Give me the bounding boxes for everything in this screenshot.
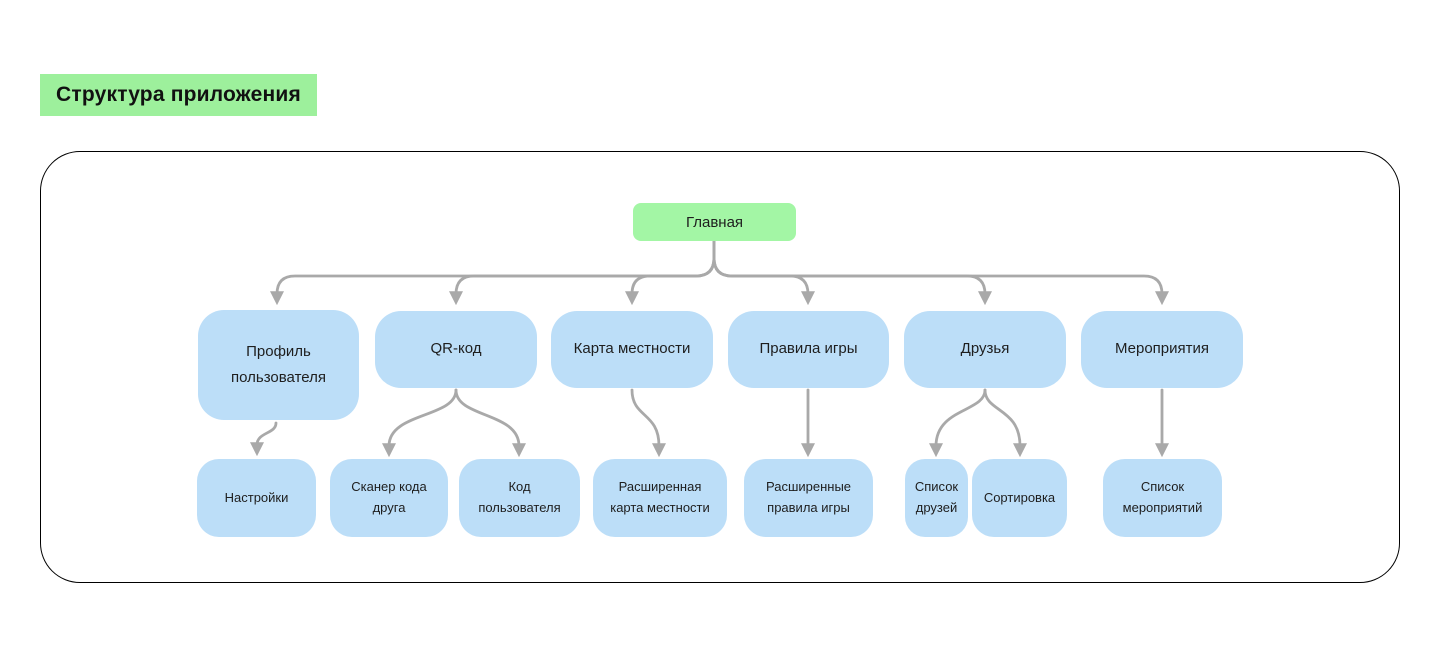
node-label: Мероприятия [1114,340,1210,358]
node-area-map[interactable]: Карта местности [551,311,713,388]
node-label: Сканер кода друга [351,479,427,515]
node-label: Список друзей [914,479,959,515]
node-label: Друзья [960,340,1010,358]
node-settings[interactable]: Настройки [197,459,316,537]
node-label: QR-код [430,340,482,358]
node-qr-code[interactable]: QR-код [375,311,537,388]
node-extended-game-rules[interactable]: Расширенные правила игры [744,459,873,537]
node-label: Расширенные правила игры [765,479,852,515]
node-extended-area-map[interactable]: Расширенная карта местности [593,459,727,537]
node-main[interactable]: Главная [633,203,796,241]
node-events-list[interactable]: Список мероприятий [1103,459,1222,537]
node-user-profile[interactable]: Профиль пользователя [198,310,359,420]
node-label: Сортировка [983,489,1056,505]
node-label: Код пользователя [478,479,561,515]
node-user-code[interactable]: Код пользователя [459,459,580,537]
node-label: Список мероприятий [1122,479,1203,515]
node-game-rules[interactable]: Правила игры [728,311,889,388]
node-label: Правила игры [759,340,858,358]
node-friend-code-scanner[interactable]: Сканер кода друга [330,459,448,537]
node-sorting[interactable]: Сортировка [972,459,1067,537]
node-label: Расширенная карта местности [610,479,710,515]
page-title: Структура приложения [40,74,317,116]
node-label: Карта местности [573,340,691,358]
node-events[interactable]: Мероприятия [1081,311,1243,388]
node-label: Настройки [224,489,289,505]
node-label: Главная [685,213,744,231]
node-label: Профиль пользователя [231,342,326,386]
node-friends[interactable]: Друзья [904,311,1066,388]
node-friends-list[interactable]: Список друзей [905,459,968,537]
